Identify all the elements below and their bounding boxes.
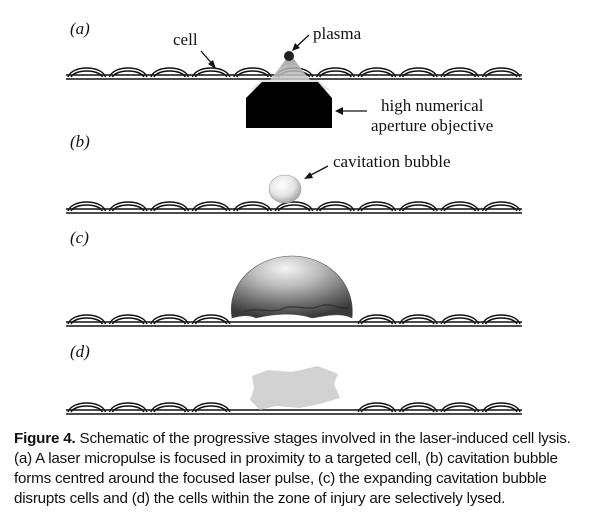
cell [191, 201, 231, 212]
cell [440, 314, 480, 325]
objective-lens [246, 82, 332, 128]
cell [357, 314, 397, 325]
cell [108, 67, 148, 78]
cell [440, 201, 480, 212]
cell [150, 67, 190, 78]
cell [398, 402, 438, 413]
cell [316, 67, 355, 78]
cell [150, 314, 190, 325]
panel-label-d: (d) [70, 342, 90, 361]
plasma-label: plasma [313, 24, 362, 43]
cell-row-c [66, 314, 522, 327]
cell [316, 201, 355, 212]
cell [191, 314, 231, 325]
cell [481, 402, 521, 413]
objective-label-line1: high numerical [381, 96, 484, 115]
cell [274, 201, 314, 212]
cell [108, 201, 148, 212]
cavitation-bubble-large [230, 255, 353, 319]
cell [398, 67, 438, 78]
cell-row-b [66, 201, 522, 214]
bubble-lower-edge [243, 304, 349, 313]
plasma-arrowhead [292, 43, 300, 51]
cell-label: cell [173, 30, 198, 49]
cell [481, 67, 521, 78]
cell [150, 402, 190, 413]
cell [481, 201, 521, 212]
caption-label: Figure 4. [14, 430, 76, 447]
panel-label-b: (b) [70, 132, 90, 151]
bubble-arrowhead [304, 172, 313, 179]
cell-arrowhead [208, 60, 216, 69]
caption-text: Schematic of the progressive stages invo… [14, 430, 571, 507]
panel-label-c: (c) [70, 228, 89, 247]
cell [233, 201, 272, 212]
bubble-arrow [308, 165, 329, 177]
panel-label-a: (a) [70, 19, 90, 38]
cell [150, 201, 190, 212]
cell-row-d [66, 402, 522, 415]
cell [398, 201, 438, 212]
lysis-schematic: (a) (b) (c) (d) cell plasma high numeric… [66, 19, 522, 415]
cell [108, 402, 148, 413]
cell [357, 402, 397, 413]
cell [191, 402, 231, 413]
objective-label-line2: aperture objective [371, 116, 493, 135]
cell [398, 314, 438, 325]
plasma-spark [284, 51, 294, 61]
cell [357, 67, 397, 78]
cell [67, 67, 107, 78]
cell [233, 67, 272, 78]
cell [440, 402, 480, 413]
cell [481, 314, 521, 325]
cell [440, 67, 480, 78]
lysed-region [250, 366, 340, 410]
cell [191, 67, 231, 78]
cell [357, 201, 397, 212]
cell [67, 314, 107, 325]
cavitation-bubble-small [268, 174, 302, 204]
figure-caption: Figure 4. Schematic of the progressive s… [14, 429, 580, 509]
cell [67, 201, 107, 212]
plasma-cone [270, 54, 310, 80]
cell [67, 402, 107, 413]
cell [108, 314, 148, 325]
bubble-label: cavitation bubble [333, 152, 451, 171]
objective-arrowhead [335, 107, 343, 115]
